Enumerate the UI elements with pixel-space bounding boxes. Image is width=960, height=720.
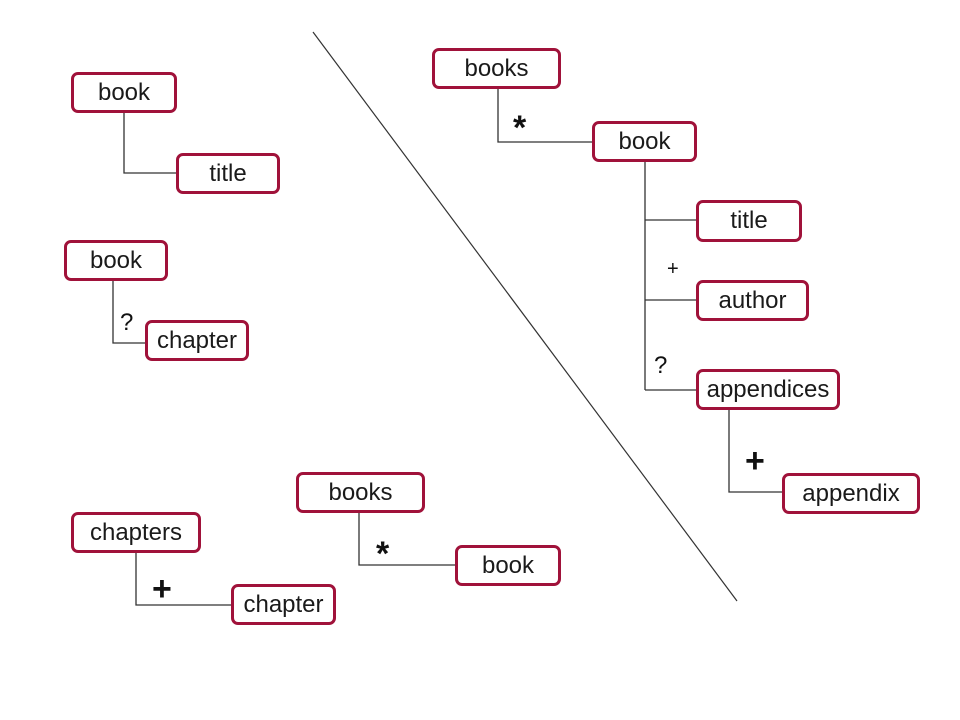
node-label: book [89, 246, 143, 274]
cardinality-zero-or-more: * [376, 535, 390, 573]
cardinality-one-or-more: + [152, 570, 172, 608]
node-label: books [464, 54, 529, 82]
connector-book-title [123, 112, 177, 174]
node-label: chapter [156, 326, 238, 354]
node-book: book [64, 240, 168, 281]
divider-line [312, 31, 738, 602]
node-chapter: chapter [231, 584, 336, 625]
cardinality-zero-or-more: * [513, 109, 527, 147]
node-chapters: chapters [71, 512, 201, 553]
node-title: title [176, 153, 280, 194]
node-appendices: appendices [696, 369, 840, 410]
node-label: books [328, 478, 393, 506]
node-label: chapters [89, 518, 183, 546]
node-label: appendices [706, 375, 830, 403]
connector-book-chapter [112, 280, 146, 344]
node-books: books [296, 472, 425, 513]
node-label: chapter [243, 590, 324, 618]
cardinality-one-or-more: + [667, 258, 679, 280]
node-author: author [696, 280, 809, 321]
connector-books-book-bottom [358, 512, 456, 566]
node-label: book [618, 127, 671, 155]
cardinality-optional: ? [120, 309, 134, 336]
node-label: title [730, 207, 768, 234]
cardinality-optional: ? [654, 352, 668, 379]
node-books: books [432, 48, 561, 89]
node-label: author [718, 286, 787, 314]
node-appendix: appendix [782, 473, 920, 514]
node-chapter: chapter [145, 320, 249, 361]
node-title: title [696, 200, 802, 242]
node-book: book [71, 72, 177, 113]
connector-chapters-chapter [135, 551, 233, 606]
node-label: title [209, 159, 247, 187]
node-label: appendix [802, 479, 900, 507]
node-label: book [97, 78, 151, 106]
node-book: book [592, 121, 697, 162]
node-book: book [455, 545, 561, 586]
connector-appendices-appendix [728, 409, 783, 493]
node-label: book [481, 551, 535, 579]
connector-books-book-top [497, 87, 594, 143]
cardinality-one-or-more: + [745, 442, 765, 480]
